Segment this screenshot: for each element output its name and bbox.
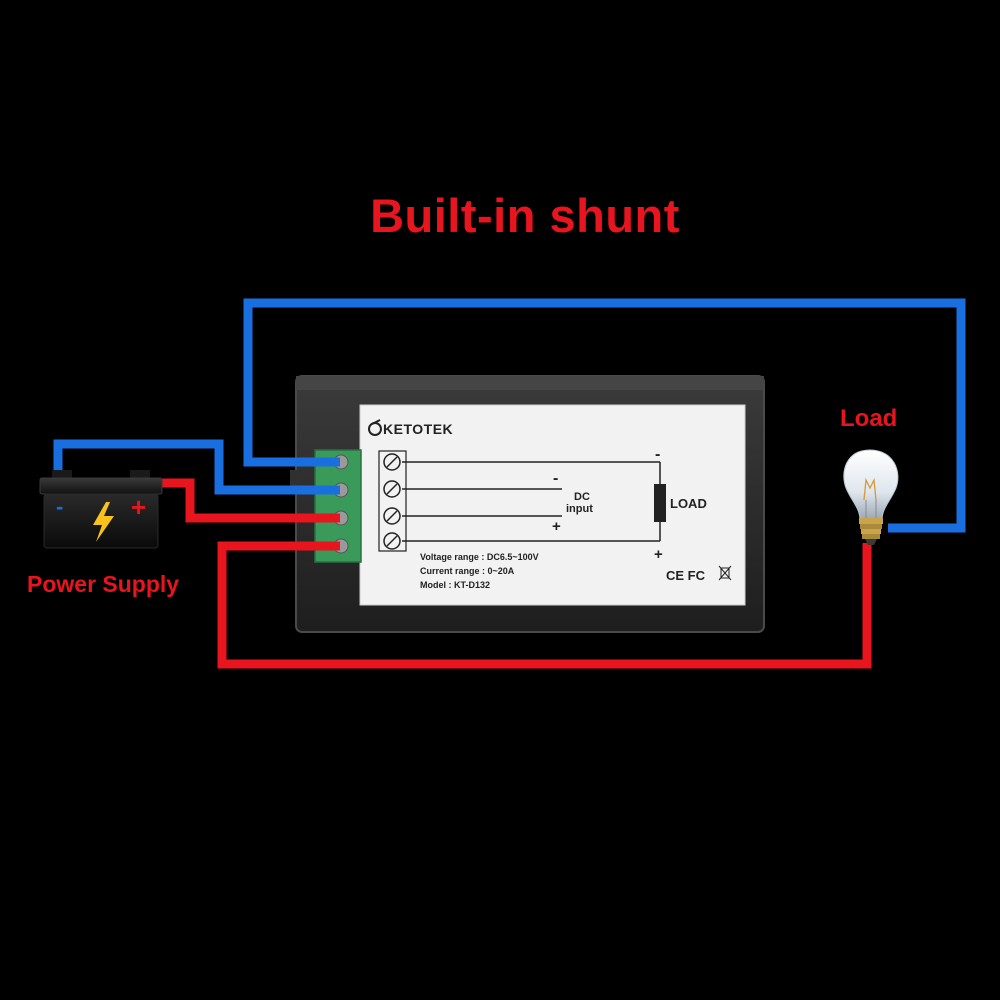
schematic-screw-3 (383, 507, 401, 525)
red-wire-battery-positive (148, 478, 340, 523)
voltage-range-text: Voltage range : DC6.5~100V (420, 552, 539, 562)
ketotek-logo-icon (368, 419, 382, 436)
battery-plus-sign: + (131, 492, 146, 522)
schematic-screw-2 (383, 480, 401, 498)
diagram-title: Built-in shunt (370, 189, 680, 242)
battery-minus-sign: - (56, 494, 63, 519)
blue-wire-load-return (243, 298, 966, 533)
dc-plus-sign: + (552, 518, 561, 535)
power-supply-caption: Power Supply (27, 571, 180, 597)
brand-name: KETOTEK (383, 421, 453, 437)
dc-label-line2: input (566, 503, 593, 515)
light-bulb-icon (843, 449, 899, 545)
load-plus-sign: + (654, 546, 663, 563)
blue-wire-battery-negative (53, 439, 340, 495)
load-caption: Load (840, 405, 898, 432)
schematic-screw-4 (383, 532, 401, 550)
schematic-load-resistor (654, 484, 666, 522)
schematic-lines (402, 461, 661, 542)
battery-icon (39, 470, 163, 549)
dc-label-line1: DC (574, 491, 590, 503)
weee-bin-icon (718, 565, 732, 581)
current-range-text: Current range : 0~20A (420, 566, 515, 576)
red-wire-load-supply (217, 541, 872, 669)
load-text: LOAD (670, 496, 707, 511)
schematic-screw-1 (383, 453, 401, 471)
cert-marks-text: CE FC (666, 568, 706, 583)
load-minus-sign: - (655, 446, 660, 463)
dc-minus-sign: - (553, 470, 558, 487)
model-text: Model : KT-D132 (420, 580, 490, 590)
schematic-terminal-block (378, 450, 407, 552)
